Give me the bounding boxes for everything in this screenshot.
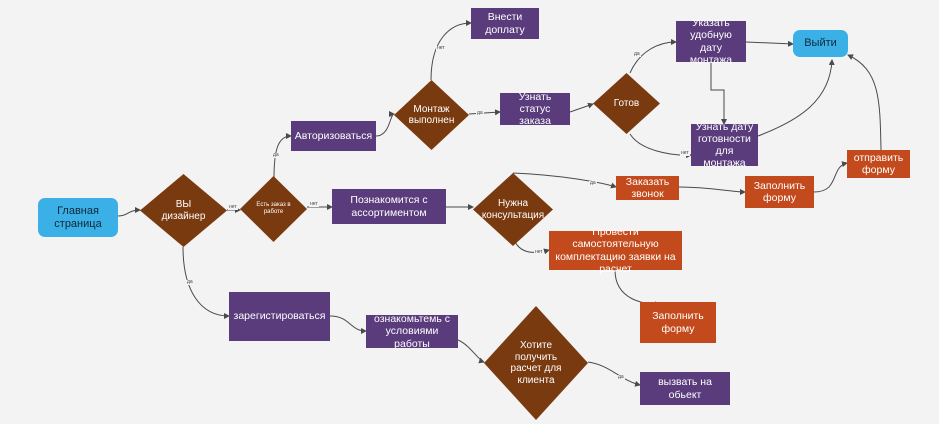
edge-label-no-ready: нет (680, 150, 690, 156)
edge-label-yes-ready: да (633, 51, 641, 57)
edge-consult-call (512, 172, 617, 189)
edge-call-fillform1 (678, 186, 746, 195)
edge-installdate-readydate (710, 62, 727, 125)
fill-form-2-node: Заполнить форму (640, 302, 716, 343)
call-node: Заказать звонок (616, 176, 679, 200)
self-complete-node: Провести самостоятельную комплектацию за… (549, 226, 682, 275)
order-decision: Есть заказ в работе (240, 176, 307, 242)
order-decision-label: Есть заказ в работе (256, 202, 291, 215)
edge-install-status (468, 109, 501, 116)
conditions-node: ознакомьтемь с условиями работы (366, 313, 458, 350)
register-node: зарегистироваться (229, 292, 330, 341)
fill-form-1-node: Заполнить форму (745, 176, 814, 208)
edge-install-payextra (430, 20, 472, 81)
edge-conditions-calc (457, 339, 485, 364)
edge-label-yes-designer: да (186, 279, 194, 285)
designer-decision-label: ВЫ дизайнер (161, 199, 206, 222)
ready-decision: Готов (593, 73, 660, 134)
authorize-node: Авторизоваться (291, 121, 376, 151)
edge-label-no-install: нет (436, 45, 446, 51)
edge-register-conditions (329, 315, 367, 334)
ready-date-node: Узнать дату готовности для монтажа (691, 121, 758, 169)
edge-label-yes-consult: да (589, 180, 597, 186)
edge-label-yes-install: да (476, 110, 484, 116)
edge-label-no-consult: нет (534, 249, 544, 255)
designer-decision: ВЫ дизайнер (140, 174, 227, 247)
visit-node: вызвать на обьект (640, 372, 730, 405)
send-form-node: отправить форму (847, 150, 910, 178)
ready-decision-label: Готов (613, 97, 640, 109)
edge-readydate-exit (757, 59, 835, 137)
start-node: Главная страница (38, 198, 118, 237)
consult-decision: Нужна консультация (473, 173, 553, 246)
edge-installdate-exit (745, 40, 794, 47)
edge-label-yes-calc: да (617, 374, 625, 380)
install-date-node: Указать удобную дату монтажа (676, 17, 746, 66)
install-decision: Монтаж выполнен (394, 80, 469, 150)
assortment-node: Познакомится с ассортиментом (332, 189, 446, 224)
edge-label-no-order: нет (309, 201, 319, 207)
install-decision-label: Монтаж выполнен (408, 103, 455, 127)
edge-sendform-exit (847, 54, 882, 151)
pay-extra-node: Внести доплату (471, 8, 539, 39)
edge-designer-register (182, 246, 230, 319)
calc-decision-label: Хотите получить расчет для клиента (510, 340, 562, 386)
status-node: Узнать статус заказа (500, 91, 570, 127)
edge-authorize-install (375, 111, 395, 137)
consult-decision-label: Нужна консультация (481, 198, 545, 221)
exit-node: Выйти (793, 30, 848, 57)
edge-ready-installdate (629, 39, 677, 74)
edge-order-authorize (273, 133, 292, 179)
edge-label-yes-order: да (272, 152, 280, 158)
edge-label-no-designer: нет (228, 204, 238, 210)
edge-fillform1-sendform (813, 161, 848, 193)
edge-status-ready (569, 102, 594, 113)
edge-calc-visit (587, 361, 641, 387)
edge-self-fillform2 (614, 269, 661, 308)
calc-decision: Хотите получить расчет для клиента (484, 306, 588, 420)
edge-start-designer (117, 207, 141, 217)
